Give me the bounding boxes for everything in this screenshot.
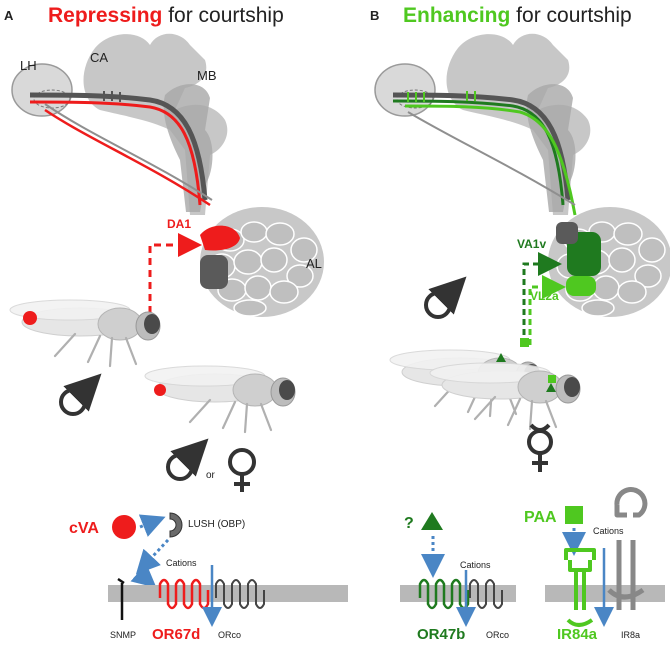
female-symbol-icon [228,448,256,492]
panel-b: B Enhancing for courtship VA1v VL2a ? [370,4,670,643]
lush-obp-icon [169,512,183,538]
panel-b-receptor-2-label: IR84a [557,626,598,643]
panel-a-letter: A [4,8,14,23]
panel-a-receptor-label: OR67d [152,626,200,643]
panel-a-membrane [108,585,348,602]
panel-b-title-rest: for courtship [510,4,631,27]
panel-a-dark-glomerulus [200,255,228,289]
panel-b-label-va1v: VA1v [517,237,546,251]
panel-b-neuron-light-green [404,104,577,216]
panel-a-label-mb: MB [197,68,217,83]
male-symbol-icon-panel-b [426,285,458,317]
panel-a-label-lh: LH [20,58,37,73]
panel-a-title-highlight: Repressing [48,4,162,27]
panel-a-fly-bottom [143,364,297,434]
panel-a: A Repressing for courtship LH CA MB AL D… [4,4,348,643]
panel-b-triangle-spot-2 [546,383,556,392]
panel-b-coreceptor-1-label: ORco [486,630,509,640]
panel-b-receptor-1-label: OR47b [417,626,465,643]
male-symbol-icon [61,382,93,414]
panel-b-fly-front [428,361,582,431]
panel-a-neuron-gray-2 [44,103,213,201]
panel-b-cations-label-2: Cations [593,526,624,536]
panel-b-cations-label-1: Cations [460,560,491,570]
male-symbol-icon-2 [168,447,200,479]
panel-b-title: Enhancing for courtship [403,4,632,27]
panel-a-label-da1: DA1 [167,217,191,231]
panel-b-label-vl2a: VL2a [530,289,559,303]
panel-b-dark-glomerulus [556,222,578,244]
panel-a-cva-spot-top [23,311,37,325]
panel-a-neuron-gray-1 [29,92,208,201]
panel-b-paa-spot-1 [520,338,529,347]
panel-b-title-highlight: Enhancing [403,4,510,27]
panel-a-brain [11,33,229,216]
snmp-icon [117,577,125,620]
panel-a-or-label: or [206,470,216,481]
ir84a-receptor-icon [564,548,596,627]
panel-a-ca-terminals [103,91,121,102]
panel-b-ca-terminals [466,91,476,101]
panel-a-obp-to-receptor-arrow [135,538,170,575]
panel-a-ligand-label: cVA [69,520,99,537]
panel-a-fly-top [8,298,162,368]
panel-b-neuron-gray-1 [392,92,571,201]
panel-b-membrane-1 [400,585,516,602]
panel-a-cations-label: Cations [166,558,197,568]
panel-b-brain [374,33,592,216]
panel-a-cva-spot-bottom [154,384,166,396]
panel-a-title-rest: for courtship [162,4,283,27]
panel-b-letter: B [370,8,379,23]
or47b-receptor-icon [418,578,470,610]
panel-a-snmp-label: SNMP [110,630,136,640]
panel-a-cva-ligand-icon [112,515,136,539]
panel-a-label-al: AL [306,256,322,271]
paa-ligand-square-icon [565,506,583,524]
unknown-ligand-triangle-icon [421,512,443,530]
panel-b-paa-label: PAA [524,509,557,526]
panel-b-coreceptor-2-label: IR8a [621,630,640,640]
panel-a-coreceptor-label: ORco [218,630,241,640]
panel-a-da1-glomerulus [200,225,240,251]
panel-b-vl2a-glomerulus [566,276,596,296]
ir8a-coreceptor-icon [607,487,648,610]
panel-a-title: Repressing for courtship [48,4,284,27]
panel-a-obp-to-receptor-arrow-2 [130,563,157,588]
panel-b-lh-terminals [407,92,425,102]
hermaphrodite-symbol-icon [527,423,553,472]
panel-b-triangle-spot-1 [496,353,506,362]
panel-a-label-ca: CA [90,50,108,65]
panel-b-unknown-ligand-label: ? [404,515,414,532]
panel-b-signal-arrow-va1v [522,252,562,345]
panel-a-signal-arrow [148,233,202,313]
panel-b-va1v-glomerulus [567,232,601,276]
or67d-receptor-icon [158,578,210,610]
panel-a-obp-label: LUSH (OBP) [188,519,245,530]
panel-a-ligand-to-obp-arrow [138,514,166,537]
panel-b-paa-spot-2 [548,375,556,383]
panel-a-neuron-red-1 [29,100,202,206]
panel-b-neuron-gray-2 [407,111,576,206]
panel-b-neuron-dark-green [392,99,565,206]
orco-receptor-icon-panel-b [469,579,503,609]
panel-a-neuron-red-2 [44,108,211,207]
orco-receptor-icon [215,579,265,609]
